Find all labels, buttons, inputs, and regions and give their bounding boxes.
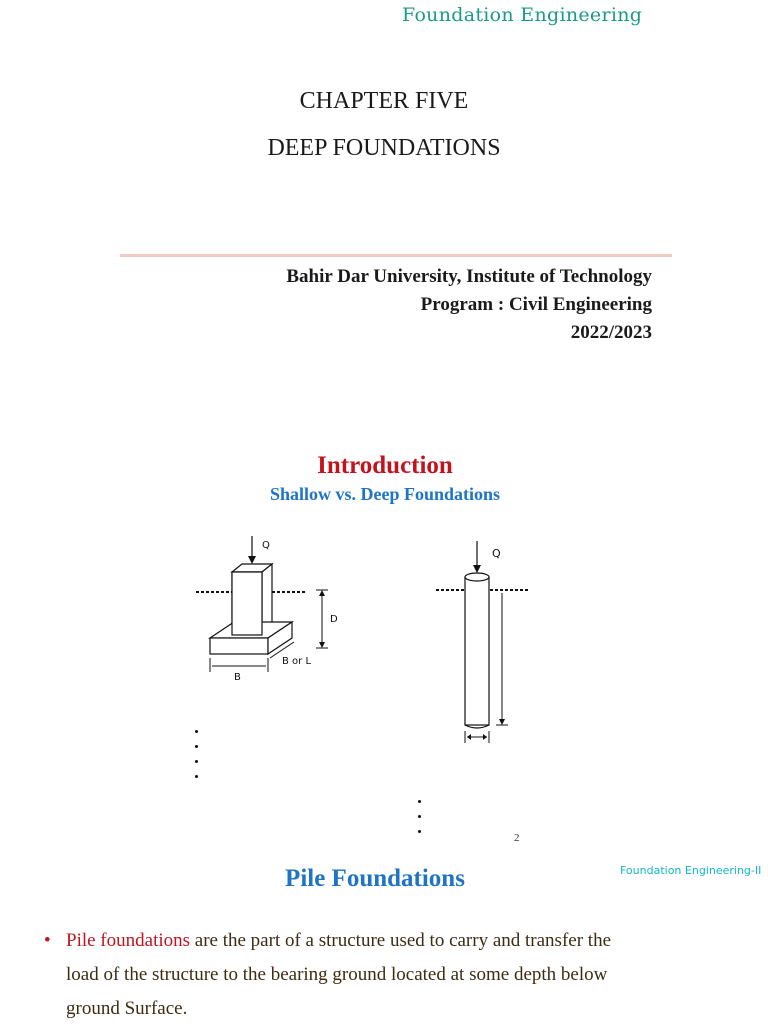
bullet-line-2: load of the structure to the bearing gro…	[66, 964, 608, 985]
shallow-depth-label: D	[330, 614, 338, 625]
bullet-line-1-rest: are the part of a structure used to carr…	[190, 930, 611, 951]
bullet-term: Pile foundations	[66, 930, 191, 951]
dot-marker	[195, 760, 198, 763]
dot-marker	[418, 800, 421, 803]
bullet-dot: •	[44, 930, 51, 951]
bullet-line-1: Pile foundations are the part of a struc…	[66, 924, 726, 958]
dot-marker	[195, 775, 198, 778]
footer-label: Foundation Engineering-II	[620, 864, 762, 877]
affiliation-year: 2022/2023	[570, 322, 652, 343]
bullet-text: Pile foundations are the part of a struc…	[66, 924, 726, 1026]
shallow-width-label: B	[234, 672, 241, 683]
dot-marker	[418, 815, 421, 818]
header-title: Foundation Engineering	[402, 4, 643, 26]
shallow-load-label: Q	[262, 540, 270, 551]
affiliation-program: Program : Civil Engineering	[420, 294, 652, 315]
affiliation-university: Bahir Dar University, Institute of Techn…	[286, 266, 652, 287]
intro-title: Introduction	[317, 452, 453, 479]
shallow-foundation-diagram: Q D B B or L	[196, 536, 338, 683]
dot-marker	[195, 730, 198, 733]
divider-rule	[120, 254, 672, 257]
pile-title: Pile Foundations	[285, 865, 465, 892]
deep-foundation-diagram: Q	[436, 541, 528, 743]
chapter-subtitle: DEEP FOUNDATIONS	[267, 135, 501, 161]
chapter-heading: CHAPTER FIVE	[299, 88, 469, 114]
dot-marker	[418, 830, 421, 833]
page-number: 2	[514, 832, 520, 844]
shallow-length-label: B or L	[282, 656, 311, 667]
bullet-line-3: ground Surface.	[66, 998, 188, 1019]
deep-load-label: Q	[492, 547, 501, 560]
dot-marker	[195, 745, 198, 748]
intro-subtitle: Shallow vs. Deep Foundations	[269, 484, 501, 504]
